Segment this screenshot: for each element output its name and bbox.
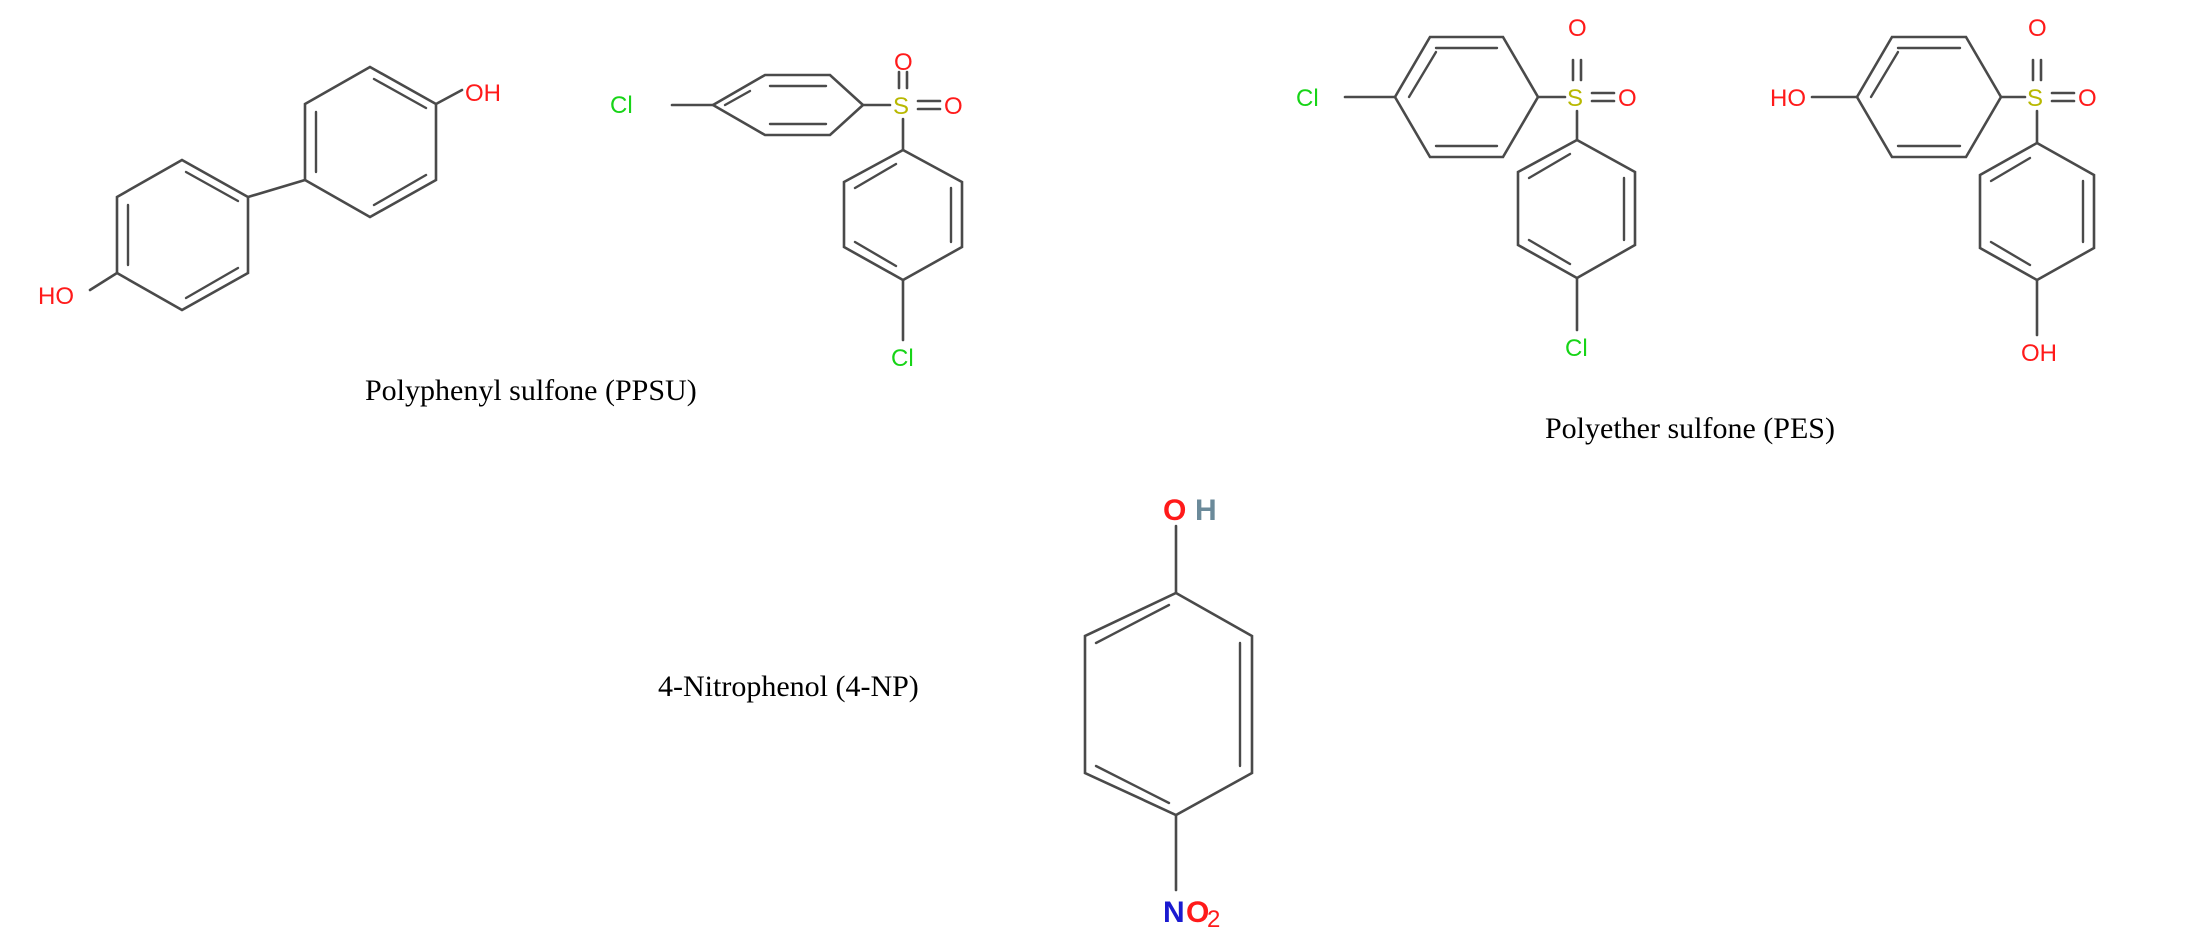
pes-ring-top bbox=[1393, 35, 1540, 159]
biphenol-oh-bond-bottom bbox=[88, 271, 119, 292]
bps-ring-top-double-3 bbox=[1869, 50, 1900, 99]
ppsu-dichlorodiphenylsulfone: Cl S O O Cl bbox=[610, 49, 964, 372]
pes-ring-bottom-double-3 bbox=[1527, 238, 1572, 266]
bps-hydroxyl-left: HO bbox=[1770, 85, 1806, 112]
pes-chlorine-bottom: Cl bbox=[1565, 335, 1588, 362]
biphenol-ring-b-double-1 bbox=[372, 77, 428, 110]
ppsu-ring-bottom bbox=[842, 148, 964, 282]
pes-ring-bottom bbox=[1516, 138, 1637, 280]
np-hydrogen: H bbox=[1195, 494, 1217, 527]
biphenol-biaryl-bond bbox=[246, 178, 307, 199]
biphenol-ring-a bbox=[115, 158, 250, 312]
np-ring-double-3 bbox=[1094, 764, 1171, 805]
np-ring bbox=[1083, 591, 1254, 817]
ppsu-chlorine-left: Cl bbox=[610, 92, 633, 119]
ppsu-caption: Polyphenyl sulfone (PPSU) bbox=[365, 374, 697, 407]
pes-bisphenol-s: HO S O O OH bbox=[1770, 15, 2097, 367]
biphenol-hydroxyl-bottom: HO bbox=[38, 283, 74, 310]
np-oxygen: O bbox=[1163, 494, 1186, 527]
ppsu-chlorine-bottom: Cl bbox=[891, 345, 914, 372]
pes-ring-top-double-3 bbox=[1407, 50, 1438, 99]
bps-ring-bottom-double-1 bbox=[1989, 156, 2032, 183]
bps-oxygen-up: O bbox=[2028, 15, 2047, 42]
biphenol-ring-a-double-2 bbox=[184, 266, 240, 300]
pes-oxygen-right: O bbox=[1618, 85, 1637, 112]
np-caption: 4-Nitrophenol (4-NP) bbox=[658, 670, 919, 703]
np-ring-double-1 bbox=[1094, 603, 1171, 645]
bps-oxygen-right: O bbox=[2078, 85, 2097, 112]
pes-dichlorodiphenylsulfone: Cl S O O Cl bbox=[1296, 15, 1637, 362]
bps-ring-bottom-double-3 bbox=[1989, 240, 2032, 267]
ppsu-ring-top bbox=[710, 73, 865, 137]
np-nitro-subscript: 2 bbox=[1207, 906, 1220, 933]
ppsu-oxygen-up: O bbox=[894, 49, 913, 76]
np-nitrogen: N bbox=[1163, 896, 1185, 929]
pes-ring-bottom-double-1 bbox=[1527, 152, 1572, 180]
nitrophenol-molecule: O H N O 2 bbox=[1083, 494, 1254, 933]
pes-sulfur: S bbox=[1567, 85, 1583, 112]
ppsu-sulfur: S bbox=[893, 93, 909, 120]
ppsu-ring-bottom-double-3 bbox=[853, 240, 898, 268]
bps-hydroxyl-bottom: OH bbox=[2021, 340, 2057, 367]
pes-chlorine-left: Cl bbox=[1296, 85, 1319, 112]
ppsu-oxygen-right: O bbox=[944, 93, 963, 120]
ppsu-ring-bottom-double-1 bbox=[853, 162, 898, 190]
ppsu-ring-top-double-3 bbox=[723, 89, 752, 107]
biphenol-ring-b-double-2 bbox=[372, 173, 428, 207]
pes-caption: Polyether sulfone (PES) bbox=[1545, 412, 1835, 445]
biphenol-molecule: OH HO bbox=[38, 65, 501, 312]
biphenol-oh-bond-top bbox=[434, 88, 464, 106]
bps-sulfur: S bbox=[2027, 85, 2043, 112]
biphenol-ring-a-double-1 bbox=[184, 170, 240, 203]
bps-ring-top bbox=[1855, 35, 2003, 159]
bps-ring-bottom bbox=[1978, 141, 2096, 282]
biphenol-hydroxyl-top: OH bbox=[465, 80, 501, 107]
biphenol-ring-b bbox=[303, 65, 438, 219]
pes-oxygen-up: O bbox=[1568, 15, 1587, 42]
np-nitro-oxygen: O bbox=[1186, 896, 1209, 929]
